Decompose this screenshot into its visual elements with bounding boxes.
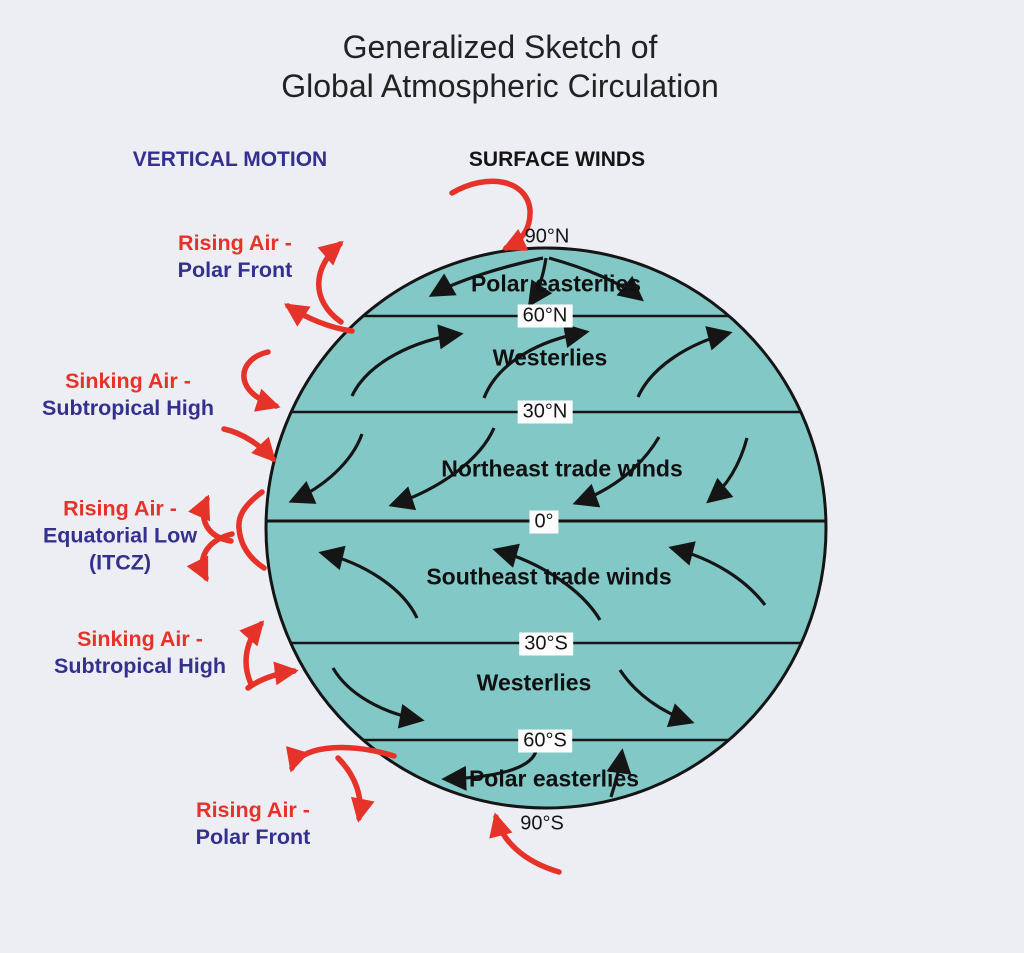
latitude-label-90s: 90°S [520,812,564,835]
red-arrow-rising-polar-front-n [284,303,355,334]
vm-label-line: Sinking Air - [77,627,203,651]
wind-arrow-westerlies-n [350,324,464,397]
red-arrow-rising-polar-front-n [316,240,344,325]
wind-arrow-westerlies-n [636,326,733,398]
red-arrow-rising-90s [489,812,562,875]
title-line-1: Generalized Sketch of [342,29,658,65]
surface-wind-arrows [288,256,767,798]
title-line-2: Global Atmospheric Circulation [281,68,719,104]
red-arrow-equator-curl [236,489,265,531]
vm-label-rising-polar-front-n: Rising Air - Polar Front [178,230,293,284]
vm-label-line: Polar Front [195,825,311,849]
band-label-polar-easterlies-n: Polar easterlies [470,270,642,297]
band-label-ne-trade-winds: Northeast trade winds [441,455,683,482]
wind-arrow-polar-easterlies-n [428,256,544,297]
wind-arrow-polar-easterlies-n [527,257,553,308]
wind-arrow-westerlies-s [618,669,695,728]
diagram-title: Generalized Sketch of Global Atmospheric… [281,28,719,106]
latitude-label-equator: 0° [529,510,559,534]
wind-arrow-polar-easterlies-n [548,256,644,302]
wind-arrow-westerlies-n [482,323,590,399]
vertical-motion-arrows [186,178,562,875]
latitude-label-30n: 30°N [517,400,573,424]
vm-label-line: Sinking Air - [65,369,191,393]
vm-label-sinking-subtropical-s: Sinking Air - Subtropical High [54,626,226,680]
red-arrow-rising-equator-down [186,531,235,583]
vm-label-line: Rising Air - [178,231,292,255]
band-label-se-trade-winds: Southeast trade winds [426,563,672,590]
wind-arrow-se-trades [668,541,767,606]
vm-label-sinking-subtropical-n: Sinking Air - Subtropical High [42,368,214,422]
vm-label-line: Polar Front [177,258,293,282]
vm-label-rising-equatorial-low: Rising Air - Equatorial Low (ITCZ) [43,496,197,577]
red-arrow-rising-polar-front-s [286,744,397,773]
vm-label-line: Subtropical High [42,396,214,420]
latitude-label-60n: 60°N [517,304,573,328]
wind-arrow-se-trades [492,543,602,621]
band-label-polar-easterlies-s: Polar easterlies [468,765,640,792]
red-arrow-equator-curl [236,525,267,571]
wind-arrow-ne-trades [572,436,661,508]
red-arrow-sinking-subtropical-s [245,661,299,691]
wind-arrow-se-trades [318,545,419,619]
red-arrow-rising-polar-front-s [335,755,375,823]
vm-label-line: Subtropical High [54,654,226,678]
red-arrow-sinking-subtropical-n [241,349,281,412]
latitude-label-30s: 30°S [519,632,573,656]
red-arrow-sinking-subtropical-s [239,620,265,687]
red-arrow-rising-equator-up [188,494,234,544]
wind-arrow-polar-easterlies-s [606,748,632,798]
red-arrow-sinking-90n [449,178,533,251]
latitude-label-60s: 60°S [518,729,572,753]
vm-label-line: Equatorial Low [42,523,198,548]
wind-arrow-westerlies-s [331,667,425,729]
wind-arrow-ne-trades [288,433,364,504]
header-vertical-motion: VERTICAL MOTION [132,148,328,171]
wind-arrow-ne-trades [706,437,749,504]
wind-arrow-ne-trades [388,427,496,511]
vm-label-rising-polar-front-s: Rising Air - Polar Front [196,797,311,851]
vm-label-line: Rising Air - [63,496,177,521]
red-arrow-sinking-subtropical-n [221,426,277,463]
band-label-westerlies-s: Westerlies [476,669,592,696]
latitude-label-90n: 90°N [524,225,570,248]
vm-label-line: (ITCZ) [88,550,152,575]
vm-label-line: Rising Air - [196,798,310,822]
header-surface-winds: SURFACE WINDS [468,148,646,171]
band-label-westerlies-n: Westerlies [492,344,608,371]
